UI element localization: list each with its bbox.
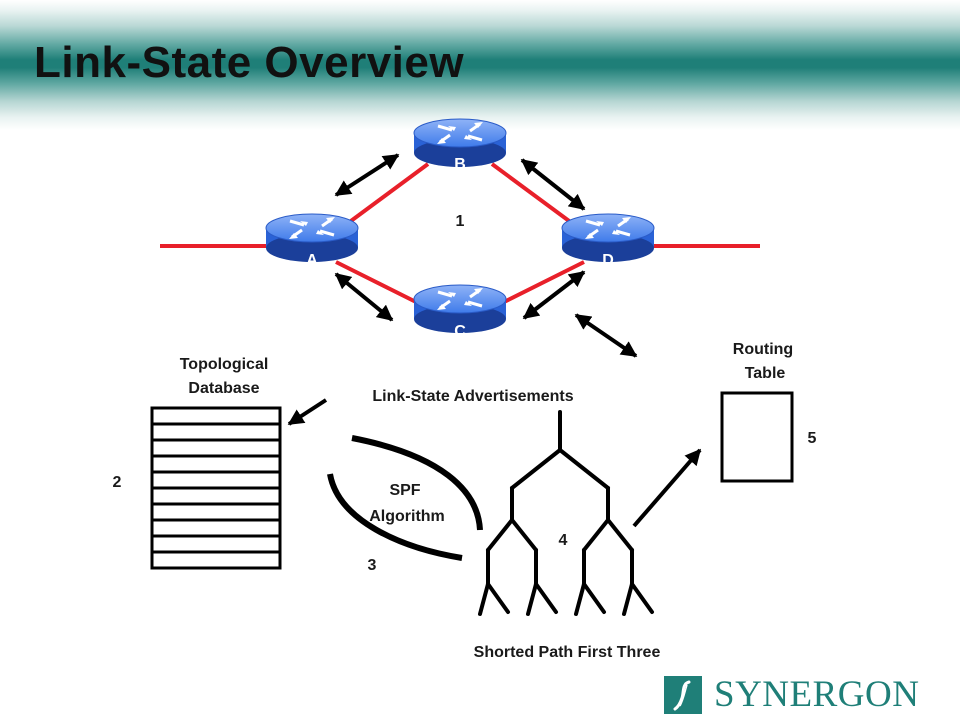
arrow-tree-to-routing-table: [632, 448, 702, 528]
router-d: D: [560, 212, 656, 269]
spf-algorithm-label-line1: SPF: [389, 482, 420, 499]
shortest-path-tree: [478, 410, 654, 616]
arrow-a-c: [334, 272, 394, 322]
router-c-label: C: [454, 323, 466, 340]
arrow-lsa-to-database: [287, 398, 328, 426]
router-a: A: [264, 212, 360, 269]
step-2-label: 2: [113, 474, 122, 491]
arrow-a-b: [334, 153, 400, 197]
spf-algorithm-arc: [327, 435, 483, 561]
synergon-logo-mark-icon: [664, 676, 702, 714]
title-banner: [0, 0, 960, 130]
step-3-label: 3: [368, 557, 377, 574]
topological-database-label-line2: Database: [188, 380, 259, 397]
topological-database-label-line1: Topological: [180, 356, 269, 373]
lsa-exchange-arrows: [334, 153, 638, 358]
arrow-d-routing: [574, 313, 638, 358]
step-1-label: 1: [456, 213, 465, 230]
link-state-advertisements-label: Link-State Advertisements: [372, 388, 573, 405]
router-b: B: [412, 117, 508, 173]
slide-title: Link-State Overview: [34, 38, 465, 87]
router-d-label: D: [602, 252, 614, 269]
arrow-b-d: [520, 158, 586, 211]
routing-table-label-line1: Routing: [733, 341, 793, 358]
synergon-logo-text: SYNERGON: [714, 674, 920, 715]
step-4-label: 4: [559, 532, 568, 549]
shortest-path-tree-label: Shorted Path First Three: [474, 644, 661, 661]
routing-table-label-line2: Table: [745, 365, 786, 382]
synergon-logo: SYNERGON: [664, 676, 919, 714]
router-a-label: A: [306, 252, 318, 269]
router-c: C: [412, 283, 508, 340]
step-5-label: 5: [808, 430, 817, 447]
arrow-c-d: [522, 270, 586, 320]
topological-database-stack: [150, 406, 282, 570]
router-b-label: B: [454, 156, 466, 173]
routing-table-box: [720, 391, 794, 483]
spf-algorithm-label-line2: Algorithm: [369, 508, 445, 525]
